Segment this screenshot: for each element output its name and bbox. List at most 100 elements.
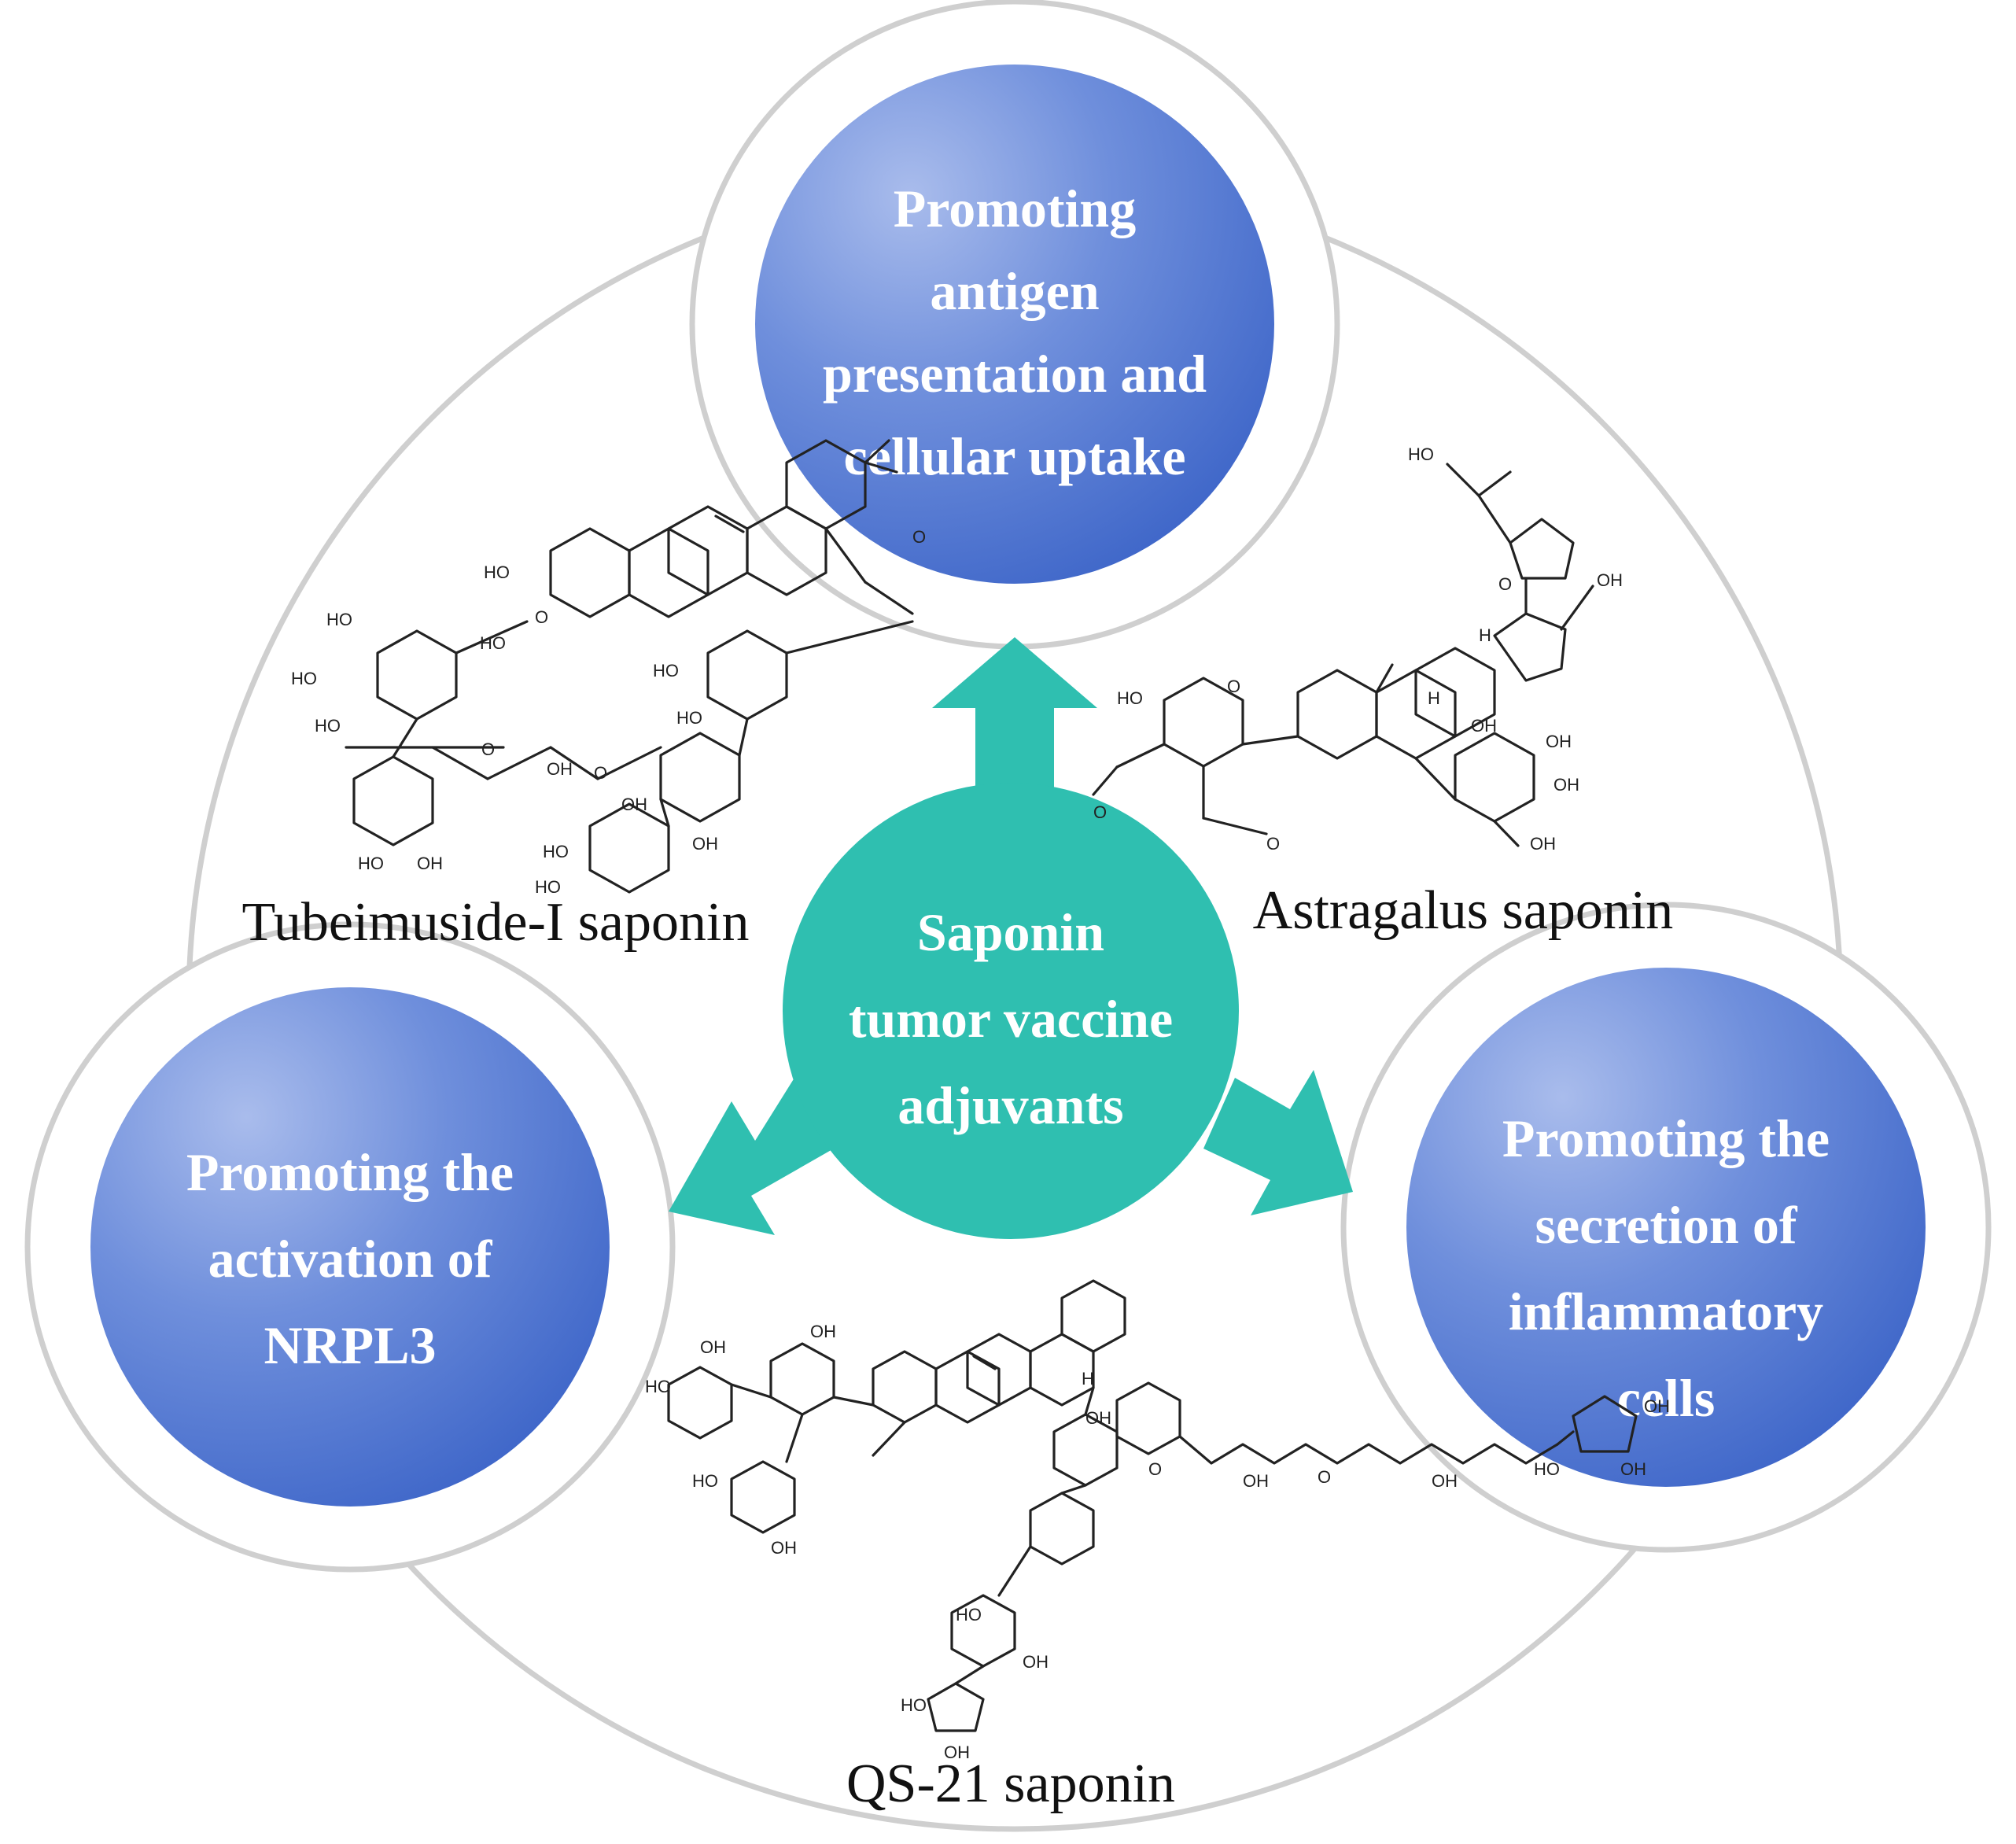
- double-bond: [972, 1355, 997, 1370]
- bubble-top-line-1: Promoting: [894, 179, 1137, 238]
- label-oh-5: OH: [1530, 834, 1556, 854]
- sugar-3-link: [785, 1413, 804, 1463]
- bubble-right: Promoting the secretion of inflammatory …: [1340, 902, 1992, 1553]
- chain-4: [596, 746, 662, 780]
- center-line-3: adjuvants: [897, 1075, 1123, 1135]
- label-o-1: O: [1148, 1459, 1162, 1479]
- label-oh-8: OH: [1432, 1471, 1458, 1491]
- sugar-2-link: [392, 717, 418, 758]
- label-oh-9: OH: [1644, 1396, 1670, 1416]
- aldehyde: [872, 1421, 906, 1457]
- sugar-2: [1454, 732, 1535, 823]
- label-oh-1: OH: [1597, 570, 1623, 590]
- arrow-up-icon: [932, 637, 1097, 846]
- ring-a: [872, 1350, 938, 1424]
- side-chain-4: [1477, 470, 1512, 497]
- label-oh-3: OH: [1546, 732, 1572, 751]
- astragalus-label: Astragalus saponin: [1253, 880, 1674, 941]
- bubble-right-line-3: inflammatory: [1509, 1282, 1823, 1341]
- sugar-1: [769, 1342, 835, 1416]
- sugar-4-link: [1084, 1386, 1095, 1416]
- center-line-2: tumor vaccine: [849, 989, 1173, 1049]
- label-o-3: O: [481, 739, 495, 759]
- label-o-2: O: [535, 607, 548, 627]
- side-chain-2: [1477, 494, 1512, 544]
- label-oh-4: OH: [771, 1538, 797, 1558]
- label-o-1: O: [1498, 574, 1512, 594]
- sugar-5-link: [659, 798, 670, 828]
- sugar-8: [927, 1682, 985, 1732]
- bubble-top: Promoting antigen presentation and cellu…: [689, 0, 1340, 650]
- label-oh-7: OH: [1243, 1471, 1269, 1491]
- ring-d: [1493, 612, 1567, 682]
- bubble-top-line-3: presentation and: [823, 344, 1207, 404]
- acetyl-1: [1115, 743, 1166, 769]
- qs21-structure: H OH OH OH HO HO OH HO OH HO OH O O OH O…: [645, 1279, 1670, 1762]
- label-ho-4: HO: [291, 669, 317, 688]
- acetyl-2: [1092, 765, 1119, 796]
- label-oh-3: OH: [692, 834, 718, 854]
- sugar-6: [1029, 1492, 1095, 1566]
- label-ho-2: HO: [1117, 688, 1143, 708]
- sugar-5: [588, 802, 670, 894]
- sugar-9-link: [1556, 1430, 1575, 1446]
- chain-1: [431, 746, 489, 780]
- acetyl-4: [1202, 817, 1268, 835]
- label-h-1: H: [1082, 1369, 1094, 1389]
- bubble-right-line-1: Promoting the: [1502, 1108, 1830, 1168]
- sugar-8-link: [954, 1665, 985, 1685]
- arrow-left-down-icon: [669, 1078, 834, 1235]
- bubble-left: Promoting the activation of NRPL3: [24, 921, 676, 1573]
- sugar-2: [352, 755, 434, 846]
- label-ho-9: HO: [543, 842, 569, 861]
- qs21-label: QS-21 saponin: [846, 1754, 1175, 1814]
- side-chain-3: [1446, 463, 1480, 497]
- ring-a: [549, 527, 631, 618]
- label-oh-2: OH: [1471, 716, 1497, 736]
- sugar-7: [950, 1594, 1016, 1668]
- label-oh-5: OH: [1023, 1652, 1049, 1672]
- tubeimuside-structure: O HO HO O HO HO HO O OH O HO OH HO HO OH…: [291, 439, 926, 897]
- label-ho-5: HO: [1534, 1459, 1560, 1479]
- label-ho-2: HO: [692, 1471, 718, 1491]
- chain-2: [486, 746, 552, 780]
- bubble-right-line-4: cells: [1617, 1368, 1716, 1428]
- label-o-1: O: [912, 527, 926, 547]
- center-disc: [783, 783, 1239, 1239]
- sugar-3: [730, 1460, 796, 1534]
- acyl-chain: [1178, 1435, 1559, 1465]
- carbonyl-link: [824, 527, 867, 584]
- ring-c: [1414, 647, 1496, 738]
- sugar-1-link: [455, 620, 529, 655]
- bubble-left-disc: [90, 987, 610, 1507]
- bubble-top-line-2: antigen: [930, 261, 1099, 321]
- double-bond: [714, 514, 745, 533]
- label-oh-1: OH: [547, 759, 573, 779]
- bubble-top-disc: [755, 65, 1274, 584]
- label-oh-2: OH: [417, 854, 443, 873]
- sugar-4-link: [738, 717, 749, 757]
- label-o-3: O: [1093, 802, 1107, 822]
- label-oh-3: OH: [700, 1337, 726, 1357]
- astragalus-structure: HO O H H OH HO O O O OH OH OH OH: [1092, 444, 1623, 854]
- bubble-top-line-4: cellular uptake: [843, 426, 1185, 486]
- label-ho-1: HO: [1408, 444, 1434, 464]
- chain-3: [549, 746, 599, 780]
- ring-a: [1296, 669, 1378, 760]
- sugar-2-link: [730, 1383, 772, 1399]
- bubble-left-line-2: activation of: [208, 1229, 493, 1289]
- label-ho-7: HO: [653, 661, 679, 680]
- sugar-1-link: [1241, 735, 1299, 746]
- label-ho-3: HO: [956, 1605, 982, 1625]
- center-line-1: Saponin: [917, 902, 1104, 962]
- oh-bond: [1560, 585, 1594, 631]
- sugar-6-link: [1060, 1484, 1087, 1495]
- sugar-4: [659, 732, 741, 823]
- sugar-1: [376, 629, 458, 721]
- label-ho-10: HO: [535, 877, 561, 897]
- sugar-2-link: [1414, 757, 1457, 801]
- label-o-2: O: [1227, 677, 1240, 696]
- ester-bond: [864, 581, 914, 615]
- ring-e: [1060, 1279, 1126, 1353]
